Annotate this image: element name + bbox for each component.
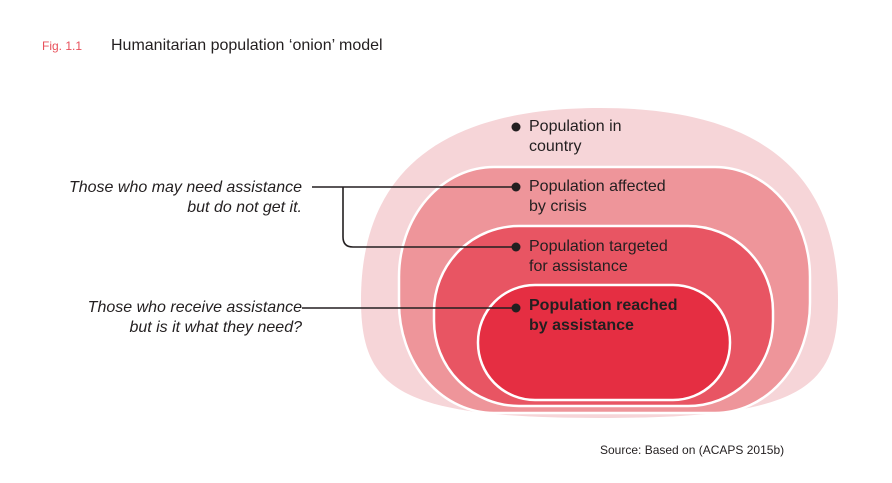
annotation-need-assistance: Those who may need assistance but do not… (69, 178, 302, 218)
bullet-dot (511, 242, 521, 252)
label-line: by assistance (529, 317, 634, 334)
label-line: Population targeted (529, 238, 668, 255)
source-note: Source: Based on (ACAPS 2015b) (600, 443, 785, 457)
bullet-dot (511, 182, 521, 192)
layer-population-reached (476, 283, 732, 402)
label-line: by crisis (529, 198, 587, 215)
label-line: country (529, 138, 582, 155)
connector-bracket-targeted (342, 187, 516, 248)
label-line: for assistance (529, 258, 628, 275)
label-population-in-country: Population in country (529, 117, 622, 157)
annotation-line: but is it what they need? (129, 319, 302, 336)
figure-title: Humanitarian population ‘onion’ model (111, 37, 383, 54)
annotation-line: Those who receive assistance (87, 299, 302, 316)
label-line: Population affected (529, 178, 666, 195)
label-line: Population reached (529, 297, 678, 314)
annotation-line: Those who may need assistance (68, 179, 302, 196)
bullet-dot (511, 303, 521, 313)
label-population-reached: Population reached by assistance (529, 296, 677, 336)
annotation-line: but do not get it. (187, 199, 302, 216)
figure-number: Fig. 1.1 (42, 39, 83, 53)
annotation-receive-assistance: Those who receive assistance but is it w… (88, 298, 302, 338)
label-population-affected: Population affected by crisis (529, 177, 666, 217)
label-population-targeted: Population targeted for assistance (529, 237, 668, 277)
bullet-dot (511, 122, 521, 132)
label-line: Population in (529, 118, 622, 135)
